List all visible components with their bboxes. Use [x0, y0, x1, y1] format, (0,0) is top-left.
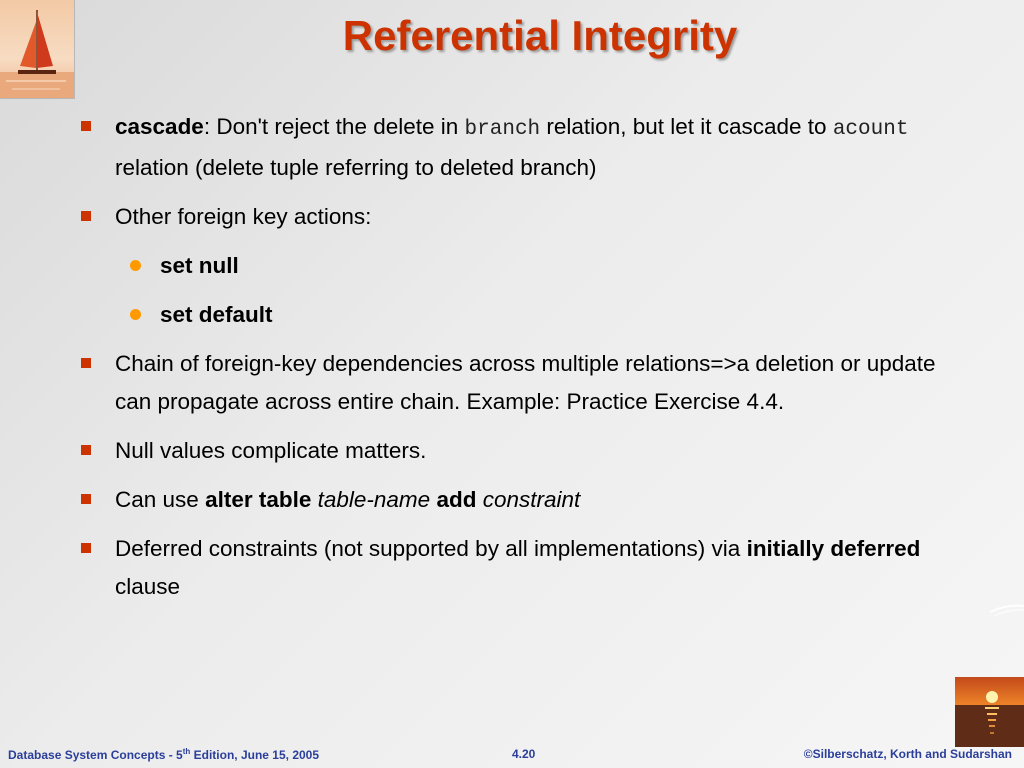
- footer-book-text: Database System Concepts - 5: [8, 748, 183, 762]
- bullet-text: Null values complicate matters.: [115, 438, 427, 463]
- round-bullet-icon: [130, 260, 141, 271]
- round-bullet-icon: [130, 309, 141, 320]
- footer-copyright: ©Silberschatz, Korth and Sudarshan: [803, 747, 1012, 761]
- slide-footer: Database System Concepts - 5th Edition, …: [0, 744, 1024, 764]
- bullet-text: Chain of foreign-key dependencies across…: [115, 351, 936, 414]
- bullet-deferred: Deferred constraints (not supported by a…: [80, 530, 945, 606]
- sunset-picture: [955, 677, 1024, 747]
- sailboat-picture: [0, 0, 75, 99]
- square-bullet-icon: [81, 358, 91, 368]
- bullet-null-values: Null values complicate matters.: [80, 432, 945, 470]
- keyword-alter-table: alter table: [205, 487, 312, 512]
- decorative-swoosh: [990, 604, 1024, 617]
- bullet-alter-table: Can use alter table table-name add const…: [80, 481, 945, 519]
- bullet-text: clause: [115, 574, 181, 599]
- bullet-text: : Don't reject the delete in: [203, 114, 465, 139]
- square-bullet-icon: [81, 445, 91, 455]
- placeholder-table-name: table-name: [317, 487, 431, 512]
- bullet-other-actions: Other foreign key actions:: [80, 198, 945, 236]
- bullet-cascade: cascade: Don't reject the delete in bran…: [80, 108, 945, 187]
- subbullet-text: set null: [160, 253, 239, 278]
- bullet-text: relation (delete tuple referring to dele…: [115, 155, 597, 180]
- footer-book-title: Database System Concepts - 5th Edition, …: [8, 747, 319, 762]
- square-bullet-icon: [81, 211, 91, 221]
- bullet-chain: Chain of foreign-key dependencies across…: [80, 345, 945, 421]
- square-bullet-icon: [81, 543, 91, 553]
- square-bullet-icon: [81, 494, 91, 504]
- subbullet-set-default: set default: [80, 296, 945, 334]
- slide-title: Referential Integrity: [342, 12, 738, 59]
- bullet-text: relation, but let it cascade to: [540, 114, 833, 139]
- footer-page-number: 4.20: [512, 747, 536, 761]
- term-cascade: cascade: [115, 114, 204, 139]
- subbullet-text: set default: [160, 302, 273, 327]
- bullet-text: Deferred constraints (not supported by a…: [115, 536, 747, 561]
- square-bullet-icon: [81, 121, 91, 131]
- code-acount: acount: [832, 118, 909, 141]
- keyword-add: add: [436, 487, 477, 512]
- keyword-initially-deferred: initially deferred: [746, 536, 921, 561]
- footer-superscript: th: [182, 747, 191, 756]
- code-branch: branch: [464, 118, 541, 141]
- placeholder-constraint: constraint: [482, 487, 581, 512]
- footer-edition-date: Edition, June 15, 2005: [190, 748, 320, 762]
- subbullet-set-null: set null: [80, 247, 945, 285]
- bullet-text: Can use: [115, 487, 206, 512]
- slide-content: cascade: Don't reject the delete in bran…: [80, 108, 945, 617]
- bullet-text: Other foreign key actions:: [115, 204, 372, 229]
